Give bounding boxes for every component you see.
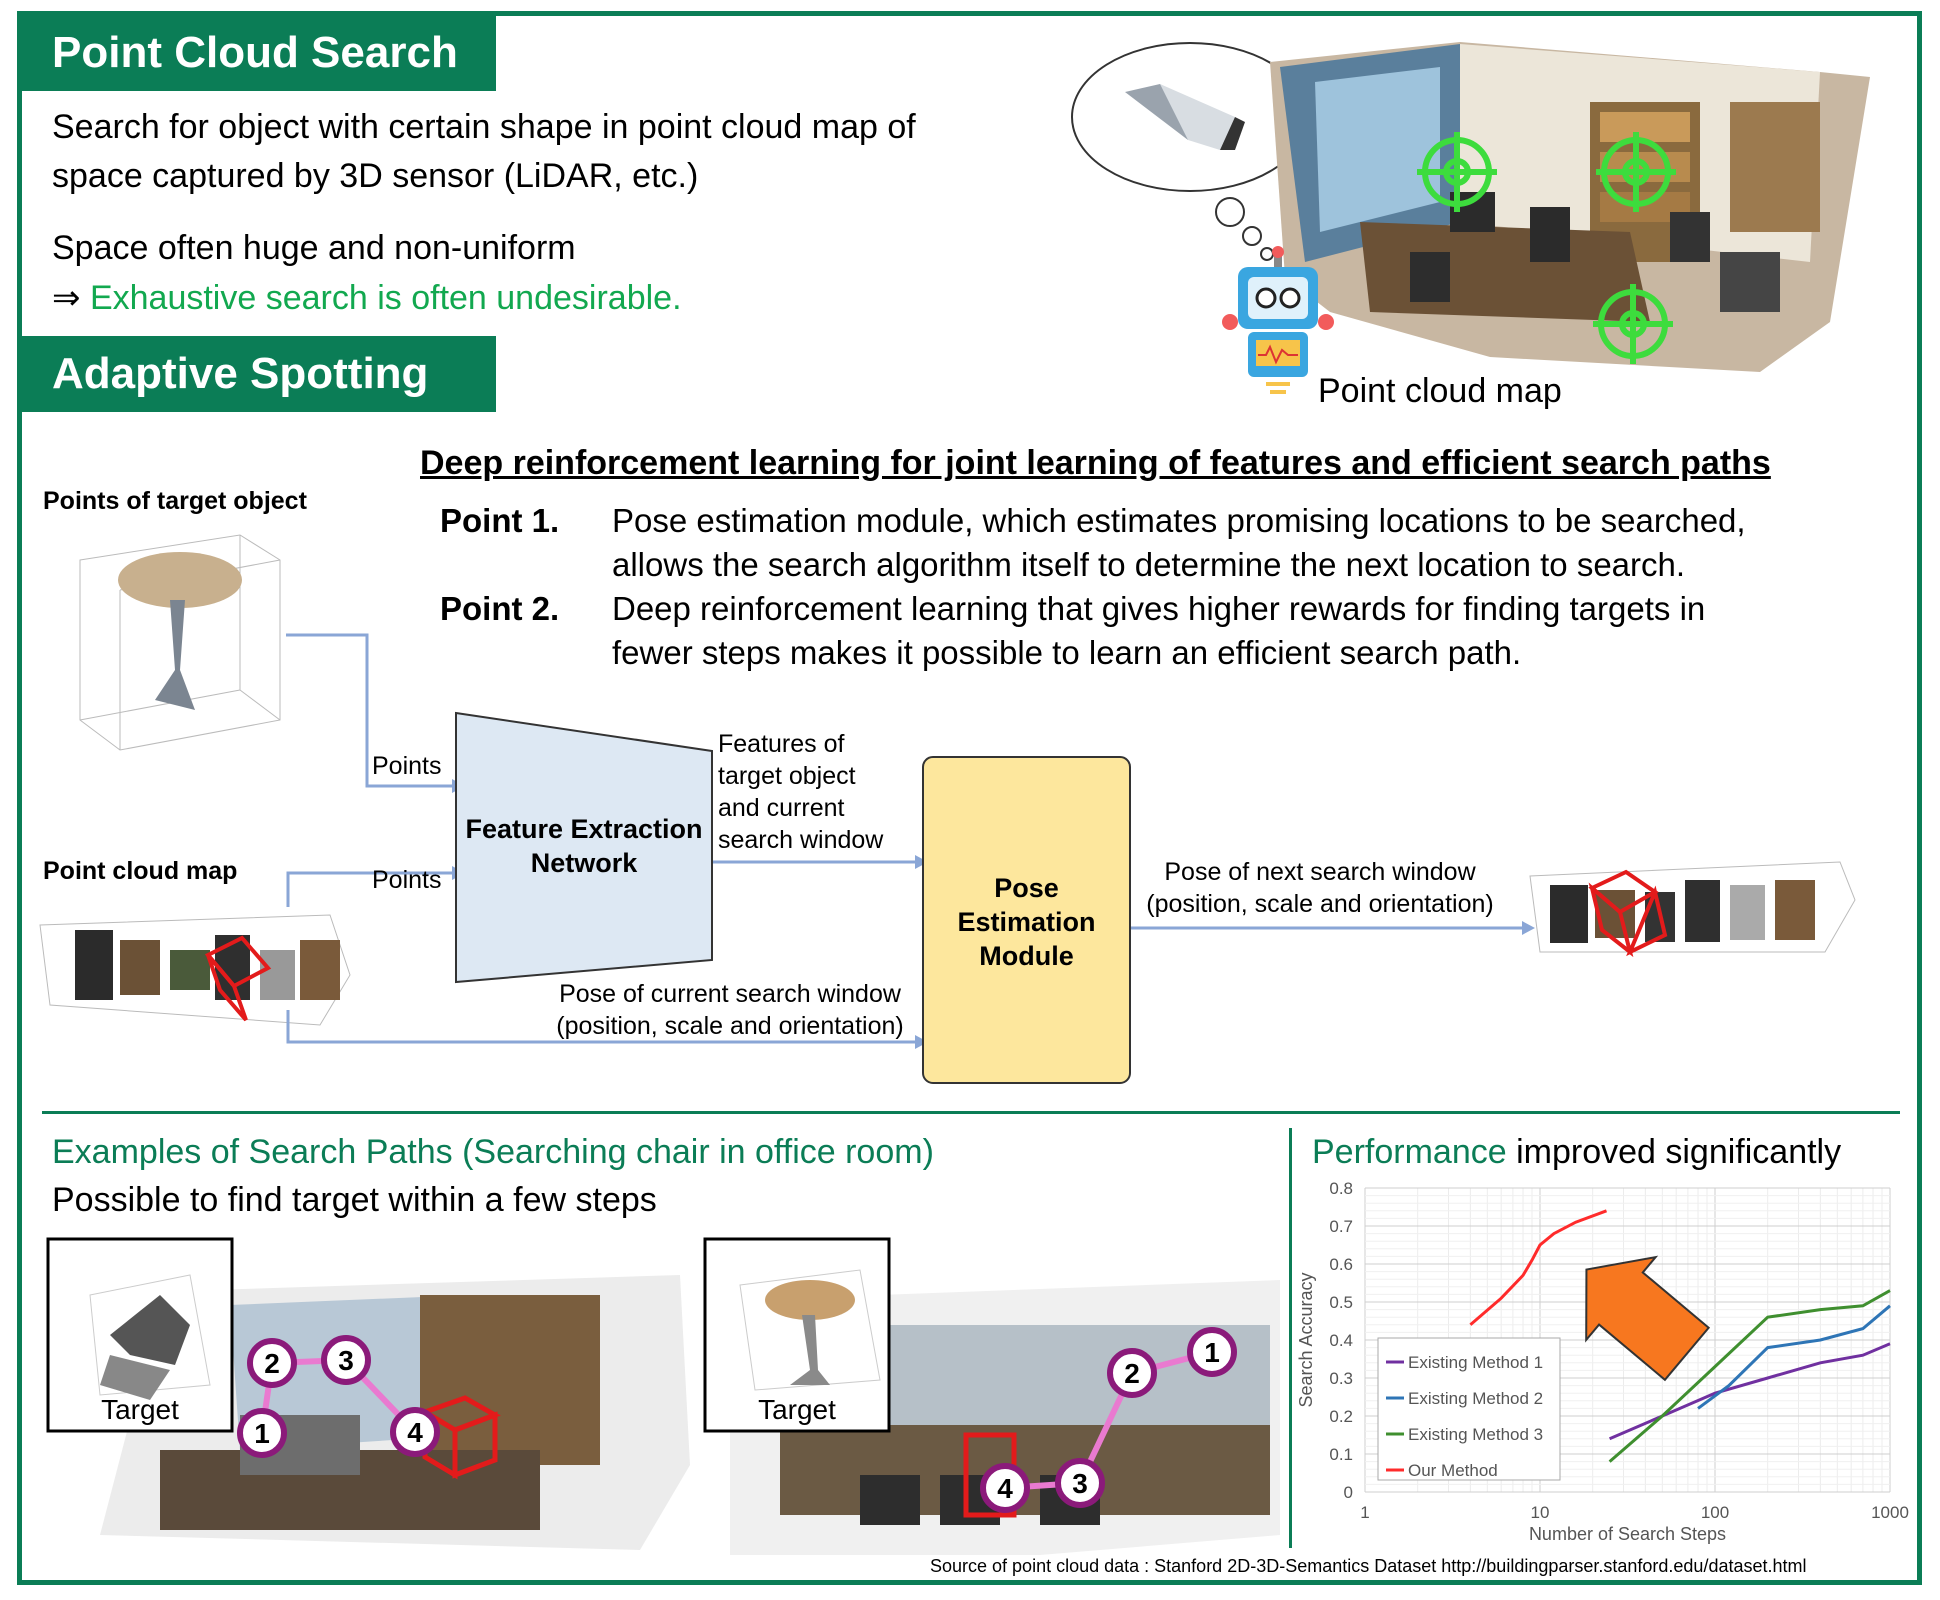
intro-line-1: Search for object with certain shape in … xyxy=(52,108,916,146)
point-1-line-2: allows the search algorithm itself to de… xyxy=(612,546,1686,583)
target-object-label: Points of target object xyxy=(43,487,307,515)
vertical-divider xyxy=(1289,1128,1292,1548)
pose-estimation-label: Pose Estimation Module xyxy=(957,873,1096,971)
series-line xyxy=(1608,1289,1891,1463)
examples-subtitle: Possible to find target within a few ste… xyxy=(52,1181,657,1219)
step-label: 2 xyxy=(264,1348,280,1379)
target-crosshair-icon xyxy=(1593,284,1673,364)
marker-pen-icon xyxy=(1125,84,1245,150)
target-crosshair-icon xyxy=(1417,132,1497,212)
output-point-cloud-plot xyxy=(1529,861,1856,958)
step-markers-2 xyxy=(980,1327,1237,1513)
y-axis-label: Search Accuracy xyxy=(1296,1272,1316,1407)
point-2-line-1: Deep reinforcement learning that gives h… xyxy=(612,590,1706,627)
feature-extraction-label: Feature Extraction Network xyxy=(465,814,703,878)
flow-arrows xyxy=(286,633,1522,1044)
legend-label: Existing Method 2 xyxy=(1408,1389,1543,1408)
chair-point-cloud xyxy=(89,1274,211,1400)
y-tick-label: 0.6 xyxy=(1329,1255,1353,1274)
step-label: 3 xyxy=(338,1345,354,1376)
y-tick-label: 0 xyxy=(1344,1483,1353,1502)
intro-line-2: space captured by 3D sensor (LiDAR, etc.… xyxy=(52,157,699,195)
step-label: 3 xyxy=(1072,1468,1088,1499)
table-point-cloud-small xyxy=(739,1269,881,1391)
performance-chart: 0 0.1 0.2 0.3 0.4 0.5 0.6 0.7 0.8 1 10 100 1000Numbe… xyxy=(1296,1179,1909,1544)
search-path-2 xyxy=(1004,1349,1213,1491)
x-tick-label: 1000 xyxy=(1871,1503,1909,1522)
y-tick-label: 0.4 xyxy=(1329,1331,1353,1350)
target-inset-table xyxy=(703,1237,891,1433)
y-tick-label: 0.3 xyxy=(1329,1369,1353,1388)
examples-title: Examples of Search Paths (Searching chai… xyxy=(52,1133,934,1171)
table-point-cloud xyxy=(118,552,242,608)
legend-label: Existing Method 3 xyxy=(1408,1425,1543,1444)
intro-line-4: ⇒ Exhaustive search is often undesirable… xyxy=(52,278,682,318)
point-cloud-map-label: Point cloud map xyxy=(43,857,238,885)
y-tick-label: 0.8 xyxy=(1329,1179,1353,1198)
x-tick-label: 10 xyxy=(1531,1503,1550,1522)
exhaustive-search-note: Exhaustive search is often undesirable. xyxy=(89,279,682,317)
x-tick-label: 1 xyxy=(1360,1503,1369,1522)
legend-label: Our Method xyxy=(1408,1461,1498,1480)
section-subtitle: Deep reinforcement learning for joint le… xyxy=(420,444,1771,482)
x-axis-label: Number of Search Steps xyxy=(1529,1524,1726,1544)
robot-icon xyxy=(1222,246,1334,394)
section-header-adaptive-spotting: Adaptive Spotting xyxy=(22,336,496,412)
legend-label: Existing Method 1 xyxy=(1408,1353,1543,1372)
target-label-2: Target xyxy=(758,1394,836,1425)
point-2-line-2: fewer steps makes it possible to learn a… xyxy=(612,634,1522,671)
next-pose-label: Pose of next search window (position, sc… xyxy=(1146,858,1494,918)
performance-title-highlight: Performance xyxy=(1312,1133,1507,1171)
point-1-label: Point 1. xyxy=(440,502,560,539)
pipeline-diagram xyxy=(39,534,1856,1084)
step-label: 4 xyxy=(407,1417,423,1448)
outer-frame xyxy=(17,11,1922,1585)
feature-extraction-network-block xyxy=(455,711,713,984)
intro-line-3: Space often huge and non-uniform xyxy=(52,229,576,267)
series-line xyxy=(1469,1209,1608,1326)
point-2-label: Point 2. xyxy=(440,590,560,627)
y-tick-label: 0.5 xyxy=(1329,1293,1353,1312)
step-markers-1 xyxy=(237,1335,440,1458)
map-point-cloud-plot xyxy=(39,914,351,1026)
features-label: Features of target object and current se… xyxy=(718,730,884,854)
step-label: 4 xyxy=(997,1473,1013,1504)
y-tick-label: 0.1 xyxy=(1329,1445,1353,1464)
performance-title-rest: improved significantly xyxy=(1506,1133,1842,1171)
y-tick-label: 0.7 xyxy=(1329,1217,1353,1236)
target-object-plot xyxy=(79,534,281,751)
current-pose-label: Pose of current search window (position,… xyxy=(556,980,904,1040)
point-1-line-1: Pose estimation module, which estimates … xyxy=(612,502,1746,539)
implies-arrow: ⇒ xyxy=(52,279,81,317)
pose-estimation-module-block xyxy=(922,756,1131,1084)
points-label-target: Points xyxy=(372,752,442,780)
search-path-1 xyxy=(259,1356,418,1435)
point-cloud-map-illustration xyxy=(1071,42,1870,394)
source-note: Source of point cloud data : Stanford 2D… xyxy=(930,1556,1807,1576)
chart-legend xyxy=(1377,1337,1561,1481)
step-label: 2 xyxy=(1124,1358,1140,1389)
target-label-1: Target xyxy=(101,1394,179,1425)
y-tick-label: 0.2 xyxy=(1329,1407,1353,1426)
series-line xyxy=(1697,1304,1891,1410)
map-caption: Point cloud map xyxy=(1318,372,1562,410)
step-label: 1 xyxy=(1204,1337,1220,1368)
search-path-examples: Target 1 2 3 4 Target 1 2 3 4 xyxy=(46,1237,1280,1555)
step-label: 1 xyxy=(254,1418,270,1449)
target-crosshair-icon xyxy=(1596,132,1676,212)
section-header-point-cloud-search: Point Cloud Search xyxy=(22,15,496,91)
x-tick-label: 100 xyxy=(1701,1503,1729,1522)
points-label-map: Points xyxy=(372,866,442,894)
performance-title: Performance improved significantly xyxy=(1312,1133,1841,1172)
improvement-arrow-icon xyxy=(1585,1255,1711,1382)
section-divider xyxy=(42,1111,1900,1114)
